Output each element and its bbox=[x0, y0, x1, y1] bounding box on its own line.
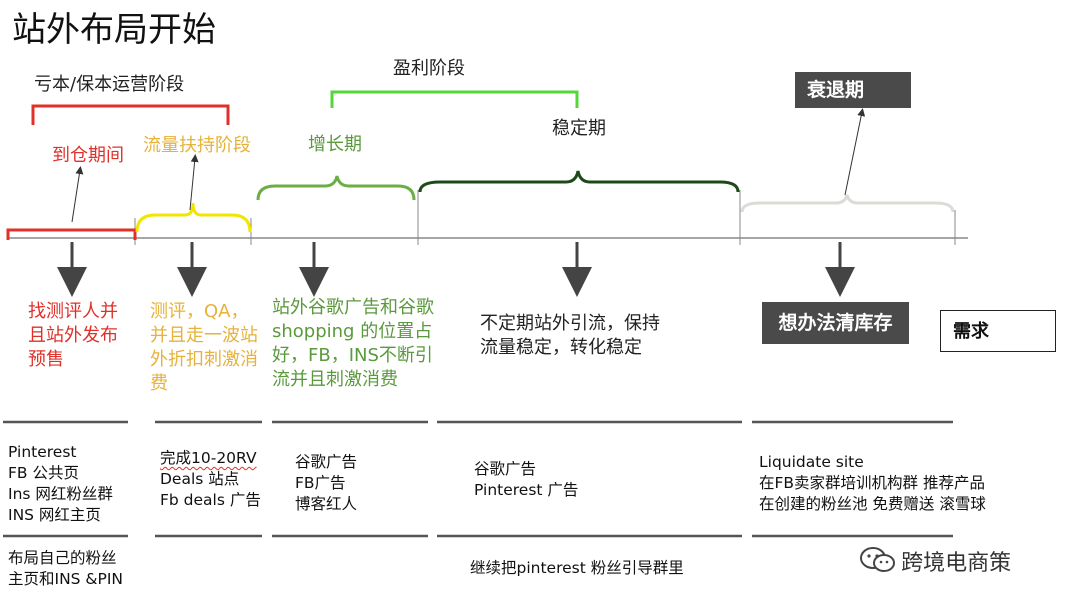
bottom-later: 继续把pinterest 粉丝引导群里 bbox=[470, 559, 684, 577]
wechat-icon bbox=[858, 544, 896, 578]
list-item: 在创建的粉丝池 免费赠送 滚雪球 bbox=[759, 495, 986, 513]
channels-stable: 谷歌广告 Pinterest 广告 bbox=[474, 459, 578, 501]
action-traffic-support: 测评，QA，并且走一波站外折扣刺激消费 bbox=[150, 301, 258, 394]
list-item: INS 网红主页 bbox=[8, 506, 101, 524]
channels-growth: 谷歌广告 FB广告 博客红人 bbox=[295, 452, 357, 515]
stage-stable-label: 稳定期 bbox=[552, 118, 606, 139]
loss-phase-label: 亏本/保本运营阶段 bbox=[34, 74, 185, 95]
bottom-arrival: 布局自己的粉丝 主页和INS &PIN bbox=[8, 548, 123, 590]
list-item: Deals 站点 bbox=[160, 470, 240, 488]
page-title: 站外布局开始 bbox=[12, 10, 216, 50]
decline-brace bbox=[740, 194, 955, 213]
channels-decline: Liquidate site 在FB卖家群培训机构群 推荐产品 在创建的粉丝池 … bbox=[759, 452, 986, 515]
list-item: 完成10-20RV bbox=[160, 449, 257, 467]
list-item: Ins 网红粉丝群 bbox=[8, 485, 113, 503]
stage-traffic-support-label: 流量扶持阶段 bbox=[143, 135, 251, 156]
profit-phase-bracket bbox=[330, 90, 579, 108]
need-box: 需求 bbox=[940, 310, 1056, 352]
loss-phase-bracket bbox=[31, 104, 230, 125]
list-item: 谷歌广告 bbox=[474, 460, 537, 478]
list-item: Pinterest 广告 bbox=[474, 481, 579, 499]
list-item: FB 公共页 bbox=[8, 464, 79, 482]
list-item: 布局自己的粉丝 bbox=[8, 549, 117, 567]
action-stable: 不定期站外引流，保持流量稳定，转化稳定 bbox=[480, 313, 660, 358]
stage-growth-label: 增长期 bbox=[308, 134, 362, 155]
list-item: Pinterest bbox=[8, 443, 77, 461]
stage-decline-label: 衰退期 bbox=[795, 72, 911, 108]
list-item: Fb deals 广告 bbox=[160, 491, 261, 509]
growth-brace bbox=[256, 175, 416, 201]
list-item: 谷歌广告 bbox=[295, 453, 358, 471]
action-decline: 想办法清库存 bbox=[762, 302, 909, 344]
stable-brace bbox=[418, 170, 740, 193]
watermark: 跨境电商策 bbox=[858, 544, 1011, 578]
arrival-bracket bbox=[6, 228, 137, 240]
list-item: Liquidate site bbox=[759, 453, 864, 471]
channels-arrival: Pinterest FB 公共页 Ins 网红粉丝群 INS 网红主页 bbox=[8, 442, 113, 526]
list-item: FB广告 bbox=[295, 474, 346, 492]
action-arrival: 找测评人并且站外发布预售 bbox=[28, 301, 118, 370]
action-growth: 站外谷歌广告和谷歌shopping 的位置占好，FB，INS不断引流并且刺激消费 bbox=[272, 297, 434, 390]
watermark-text: 跨境电商策 bbox=[901, 551, 1012, 576]
list-item: 主页和INS &PIN bbox=[8, 570, 124, 588]
list-item: 博客红人 bbox=[295, 495, 358, 513]
traffic-support-brace bbox=[135, 202, 252, 233]
channels-traffic-support: 完成10-20RV Deals 站点 Fb deals 广告 bbox=[160, 448, 261, 511]
list-item: 在FB卖家群培训机构群 推荐产品 bbox=[759, 474, 985, 492]
stage-arrival-label: 到仓期间 bbox=[52, 145, 124, 166]
profit-phase-label: 盈利阶段 bbox=[393, 58, 465, 79]
